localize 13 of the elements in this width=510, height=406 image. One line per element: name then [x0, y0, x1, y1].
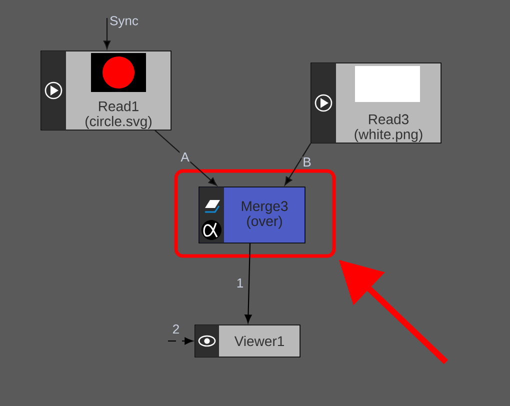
edge-label: Sync [108, 15, 140, 29]
connector-arrow [284, 143, 312, 186]
merge-node: Merge3 (over) [198, 186, 306, 244]
connector-arrow [154, 130, 217, 186]
read-node: Read3 (white.png) [310, 62, 442, 144]
connector-arrow [244, 243, 252, 324]
connector-arrow [168, 337, 194, 345]
highlight-box [174, 169, 336, 258]
read-node: Read1 (circle.svg) [40, 50, 172, 130]
connector-arrow [103, 18, 111, 50]
edge-label: B [302, 156, 312, 168]
viewer-node: Viewer1 [194, 324, 300, 358]
edge-label: A [180, 152, 190, 162]
